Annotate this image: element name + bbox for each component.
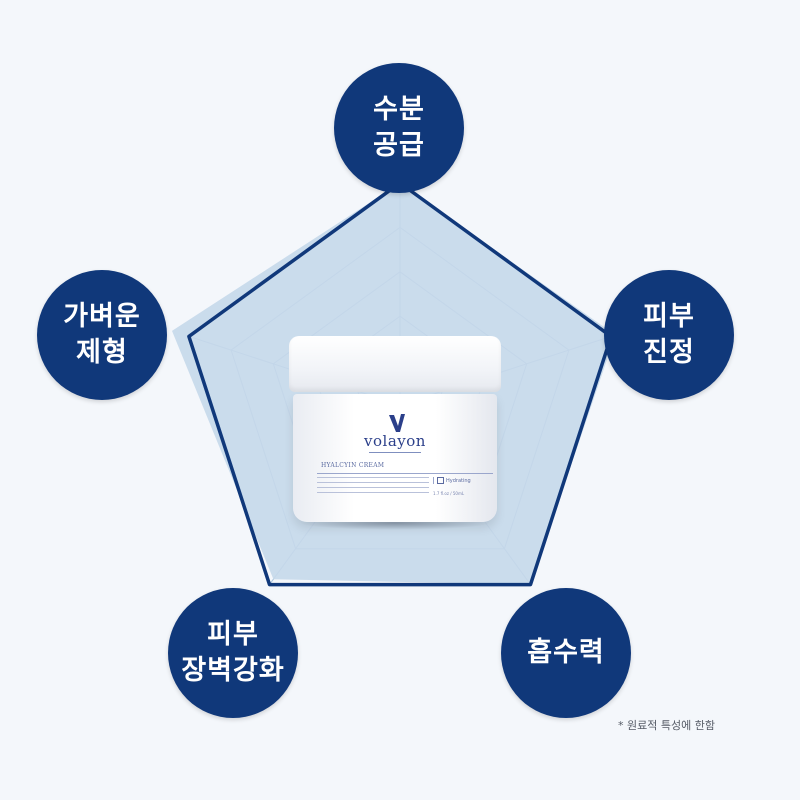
axis-label-line: 피부	[207, 619, 259, 650]
jar-tag-text: Hydrating	[446, 478, 471, 484]
axis-label-line: 진정	[643, 337, 695, 368]
axis-label-line: 공급	[373, 130, 425, 161]
jar-brand-name: volayon	[364, 432, 426, 450]
axis-label-line: 수분	[373, 94, 425, 125]
jar-checkbox-icon	[437, 477, 444, 484]
jar-label-line	[317, 473, 493, 474]
jar-lid	[289, 336, 501, 392]
axis-label-barrier: 피부 장벽강화	[168, 588, 298, 718]
axis-label-line: 피부	[643, 301, 695, 332]
jar-volume: 1.7 fl.oz / 50mL	[433, 491, 465, 496]
jar-body: volayon HYALCYIN CREAM Hydrating 1.7 fl.…	[293, 394, 497, 522]
jar-tag: Hydrating	[433, 477, 471, 484]
radar-outline-layer	[187, 181, 613, 587]
footnote: * 원료적 특성에 한함	[618, 719, 715, 732]
jar-brand-rule	[369, 452, 421, 453]
axis-label-line: 흡수력	[527, 637, 605, 668]
cream-jar-image: volayon HYALCYIN CREAM Hydrating 1.7 fl.…	[289, 336, 501, 530]
axis-label-light-texture: 가벼운 제형	[37, 270, 167, 400]
axis-label-hydration: 수분 공급	[334, 63, 464, 193]
axis-label-soothing: 피부 진정	[604, 270, 734, 400]
brand-logo-icon	[389, 414, 405, 432]
axis-label-line: 가벼운	[63, 301, 141, 332]
axis-label-line: 제형	[76, 337, 128, 368]
jar-description-lines	[317, 477, 429, 497]
axis-label-absorption: 흡수력	[501, 588, 631, 718]
jar-product-name: HYALCYIN CREAM	[321, 462, 385, 469]
axis-label-line: 장벽강화	[181, 655, 285, 686]
radar-outer-outline	[187, 181, 613, 587]
